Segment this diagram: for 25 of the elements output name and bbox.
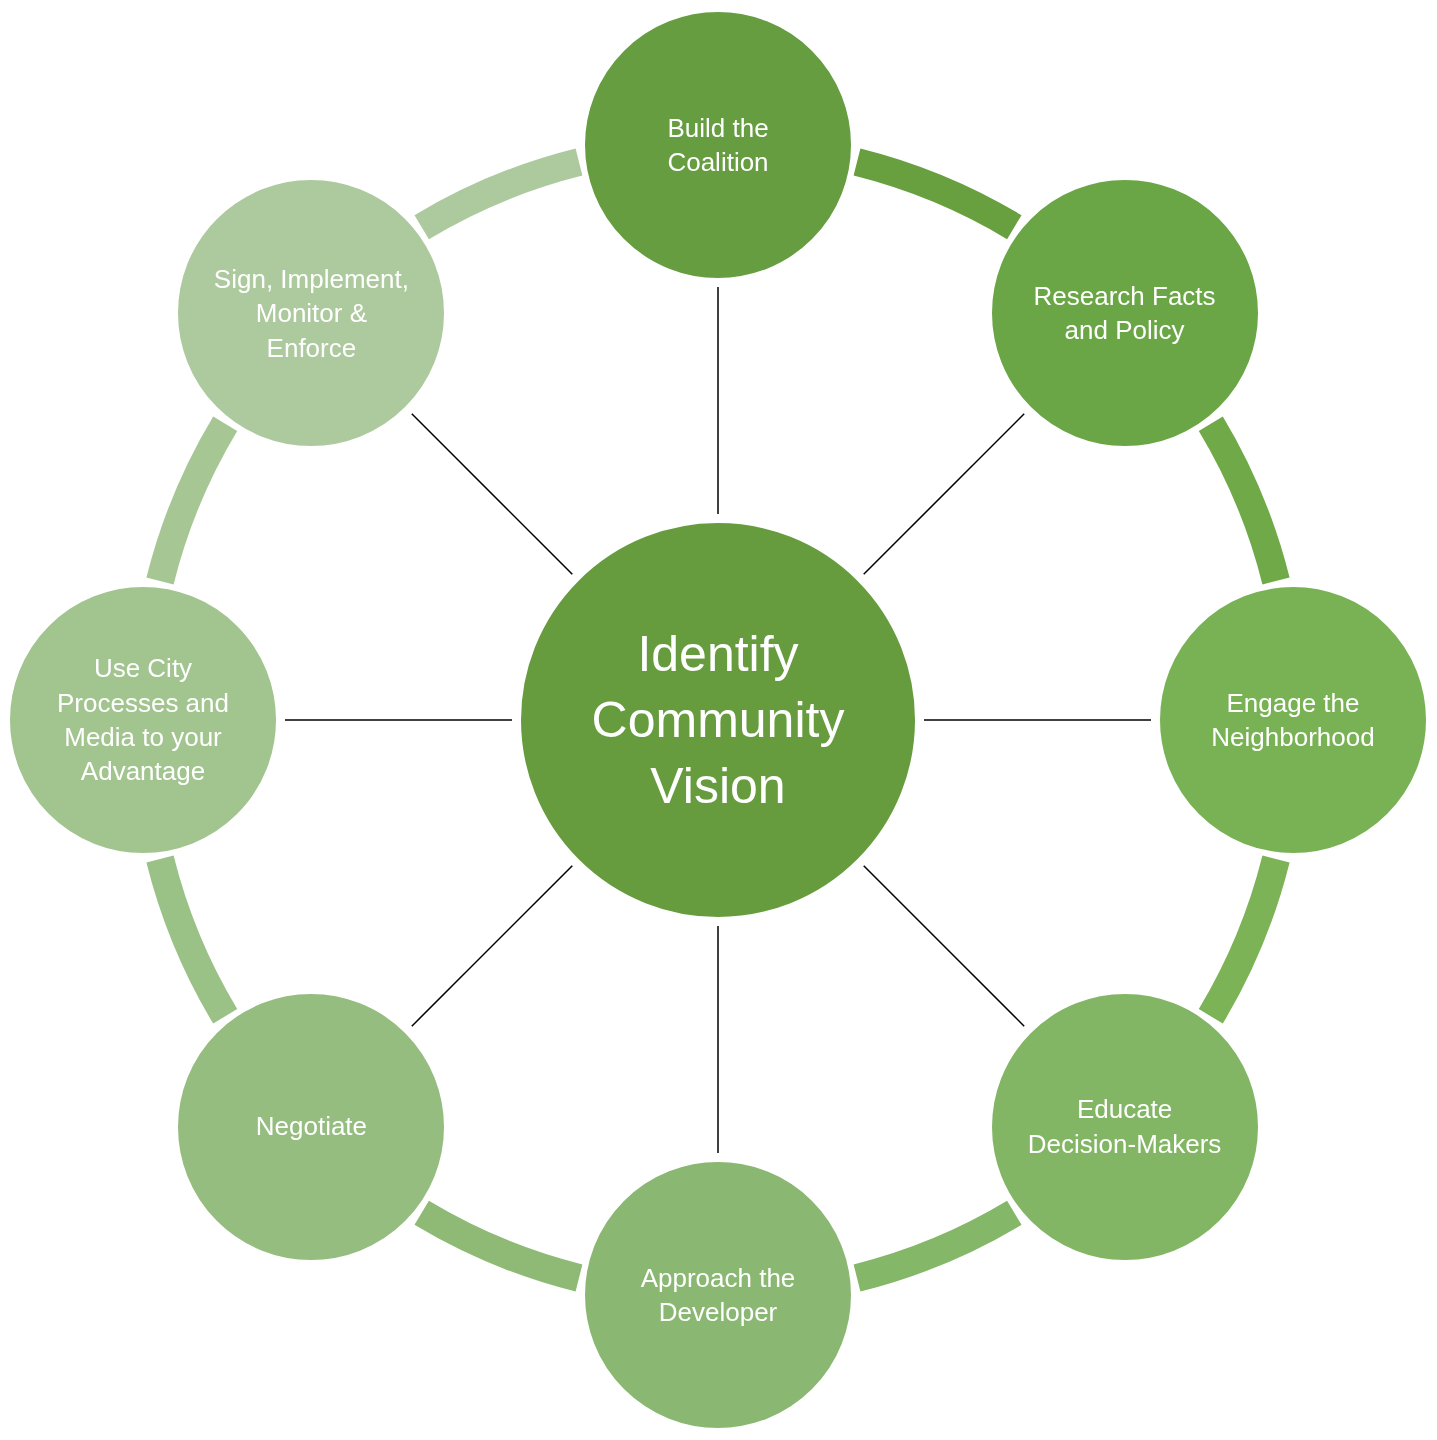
node-label: Approach the Developer <box>639 1261 797 1329</box>
ring-segment <box>1198 855 1290 1024</box>
node-label: Engage the Neighborhood <box>1210 686 1376 754</box>
node-label: Sign, Implement, Monitor & Enforce <box>212 262 410 365</box>
node-label: Build the Coalition <box>666 111 770 179</box>
node-label: Identify Community Vision <box>590 625 846 816</box>
node-label: Negotiate <box>255 1110 368 1144</box>
node-label: Educate Decision-Makers <box>1026 1093 1223 1161</box>
ring-segment <box>414 148 583 240</box>
ring-segment <box>853 148 1022 240</box>
node-label: Use City Processes and Media to your Advantage <box>56 652 230 789</box>
connector-line <box>284 719 513 721</box>
connector-line <box>923 719 1152 721</box>
ring-segment <box>853 1200 1022 1292</box>
connector-line <box>862 413 1025 576</box>
ring-segment <box>414 1200 583 1292</box>
connector-line <box>411 864 574 1027</box>
connector-line <box>411 413 574 576</box>
ring-segment <box>1198 416 1290 585</box>
connector-line <box>717 925 719 1154</box>
connector-line <box>862 864 1025 1027</box>
node-label: Research Facts and Policy <box>1032 280 1217 348</box>
ring-segment <box>146 416 238 585</box>
ring-segment <box>146 855 238 1024</box>
connector-line <box>717 286 719 515</box>
